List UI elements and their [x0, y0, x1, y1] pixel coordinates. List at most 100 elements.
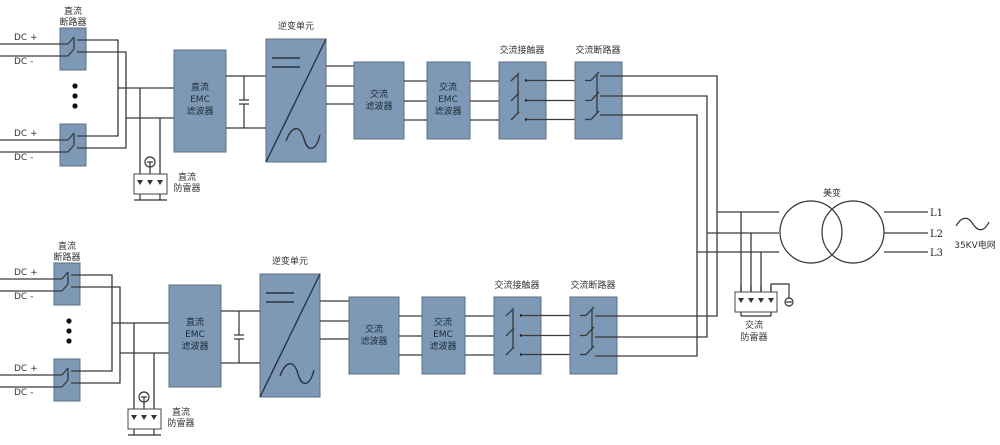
ac-output-wire-lower — [595, 233, 708, 338]
ac-spd-box — [734, 291, 778, 313]
dc-positive-label: DC + — [14, 33, 38, 43]
ac-emc-filter-label: EMC — [433, 330, 453, 340]
dc-negative-bus-wire — [77, 51, 127, 118]
dc-emc-filter-label: EMC — [190, 95, 210, 105]
transformer-secondary-winding-icon — [821, 200, 885, 264]
dc-breaker-label: 直流 — [58, 240, 76, 252]
ac-breaker-box — [569, 296, 618, 375]
breaker-blade-icon — [585, 326, 595, 336]
ac-contactor-label: 交流接触器 — [494, 279, 539, 291]
switch-blade-icon — [67, 48, 75, 57]
ac-emc-filter-label: EMC — [438, 95, 458, 105]
dc-positive-bus-wire — [77, 39, 119, 88]
ac-emc-filter-label: 滤波器 — [429, 340, 456, 352]
ac-output-wire-lower — [595, 252, 698, 357]
ac-filter-label: 滤波器 — [365, 100, 392, 112]
dc-negative-bus-wire — [77, 118, 127, 149]
dc-negative-label: DC - — [14, 153, 33, 163]
dc-emc-filter-label: 滤波器 — [186, 105, 213, 117]
switch-blade-icon — [67, 132, 75, 141]
ellipsis-dot-icon — [66, 338, 72, 344]
ac-spd-label: 交流 — [745, 319, 763, 331]
dc-positive-bus-wire — [71, 323, 113, 372]
dc-negative-label: DC - — [14, 388, 33, 398]
surge-arrester-icon — [131, 415, 137, 420]
dc-breaker-label: 直流 — [64, 5, 82, 17]
dc-breaker-box — [53, 358, 81, 402]
dc-negative-label: DC - — [14, 57, 33, 67]
surge-arrester-icon — [738, 298, 744, 303]
dc-negative-bus-wire — [71, 353, 121, 384]
transformer-primary-winding-icon — [779, 200, 843, 264]
surge-arrester-icon — [748, 298, 754, 303]
dc-emc-filter-label: 滤波器 — [181, 340, 208, 352]
surge-arrester-icon — [151, 415, 157, 420]
ac-filter-box — [348, 296, 400, 375]
switch-blade-icon — [67, 144, 75, 153]
inverter-diagonal — [265, 38, 327, 163]
ac-output-wire-upper — [600, 95, 708, 233]
dc-negative-bus-wire — [71, 286, 121, 353]
switch-blade-icon — [61, 283, 69, 292]
switch-blade-icon — [61, 271, 69, 280]
grid-phase-label: L3 — [930, 248, 943, 259]
dc-emc-filter-label: 直流 — [191, 81, 209, 93]
switch-blade-icon — [67, 36, 75, 45]
dc-positive-label: DC + — [14, 268, 38, 278]
inverter-branch-lower: DC +DC -DC +DC -直流断路器直流防雷器直流EMC滤波器逆变单元交流… — [0, 240, 618, 436]
ac-emc-filter-label: 交流 — [439, 81, 457, 93]
dc-positive-label: DC + — [14, 129, 38, 139]
dc-spd-label: 防雷器 — [167, 417, 194, 429]
dc-breaker-label: 断路器 — [59, 16, 86, 28]
grid-phase-label: L2 — [930, 229, 943, 240]
inverter-diagonal — [259, 273, 321, 398]
ac-output-wire-upper — [600, 114, 698, 252]
dc-breaker-label: 断路器 — [53, 251, 80, 263]
ac-output-wire-upper — [600, 75, 718, 212]
ac-breaker-label: 交流断路器 — [575, 44, 620, 56]
switch-blade-icon — [61, 379, 69, 388]
ac-spd-earth-wire — [770, 283, 790, 298]
surge-arrester-icon — [157, 180, 163, 185]
ac-breaker-label: 交流断路器 — [570, 279, 615, 291]
breaker-blade-icon — [590, 91, 600, 101]
dc-emc-filter-label: 直流 — [186, 316, 204, 328]
ac-filter-label: 交流 — [370, 88, 388, 100]
switch-blade-icon — [61, 367, 69, 376]
inverter-label: 逆变单元 — [278, 20, 314, 32]
ac-spd-label: 防雷器 — [740, 331, 767, 343]
contactor-blade-icon — [510, 72, 520, 82]
surge-arrester-icon — [141, 415, 147, 420]
dc-breaker-box — [59, 27, 87, 71]
breaker-blade-icon — [585, 306, 595, 316]
breaker-blade-icon — [585, 345, 595, 355]
dc-emc-filter-box — [173, 49, 227, 153]
ac-contactor-label: 交流接触器 — [499, 44, 544, 56]
surge-arrester-icon — [768, 298, 774, 303]
ac-grid-icon — [955, 217, 990, 231]
surge-arrester-icon — [137, 180, 143, 185]
ellipsis-dot-icon — [72, 93, 78, 99]
dc-spd-label: 防雷器 — [173, 182, 200, 194]
dc-emc-filter-label: EMC — [185, 330, 205, 340]
contactor-blade-icon — [505, 307, 515, 317]
ac-sine-icon — [279, 363, 315, 384]
transformer-label: 美变 — [823, 187, 841, 199]
dc-breaker-box — [59, 123, 87, 167]
ellipsis-dot-icon — [72, 103, 78, 109]
breaker-blade-icon — [590, 110, 600, 120]
surge-arrester-icon — [758, 298, 764, 303]
dc-positive-label: DC + — [14, 364, 38, 374]
ac-filter-label: 交流 — [365, 323, 383, 335]
inverter-branch-upper: DC +DC -DC +DC -直流断路器直流防雷器直流EMC滤波器逆变单元交流… — [0, 5, 623, 201]
ac-filter-box — [353, 61, 405, 140]
dc-emc-filter-box — [168, 284, 222, 388]
dc-spd-label: 直流 — [172, 406, 190, 418]
dc-spd-label: 直流 — [178, 171, 196, 183]
inverter-label: 逆变单元 — [272, 255, 308, 267]
dc-breaker-box — [53, 262, 81, 306]
ac-emc-filter-label: 滤波器 — [434, 105, 461, 117]
ellipsis-dot-icon — [66, 328, 72, 334]
